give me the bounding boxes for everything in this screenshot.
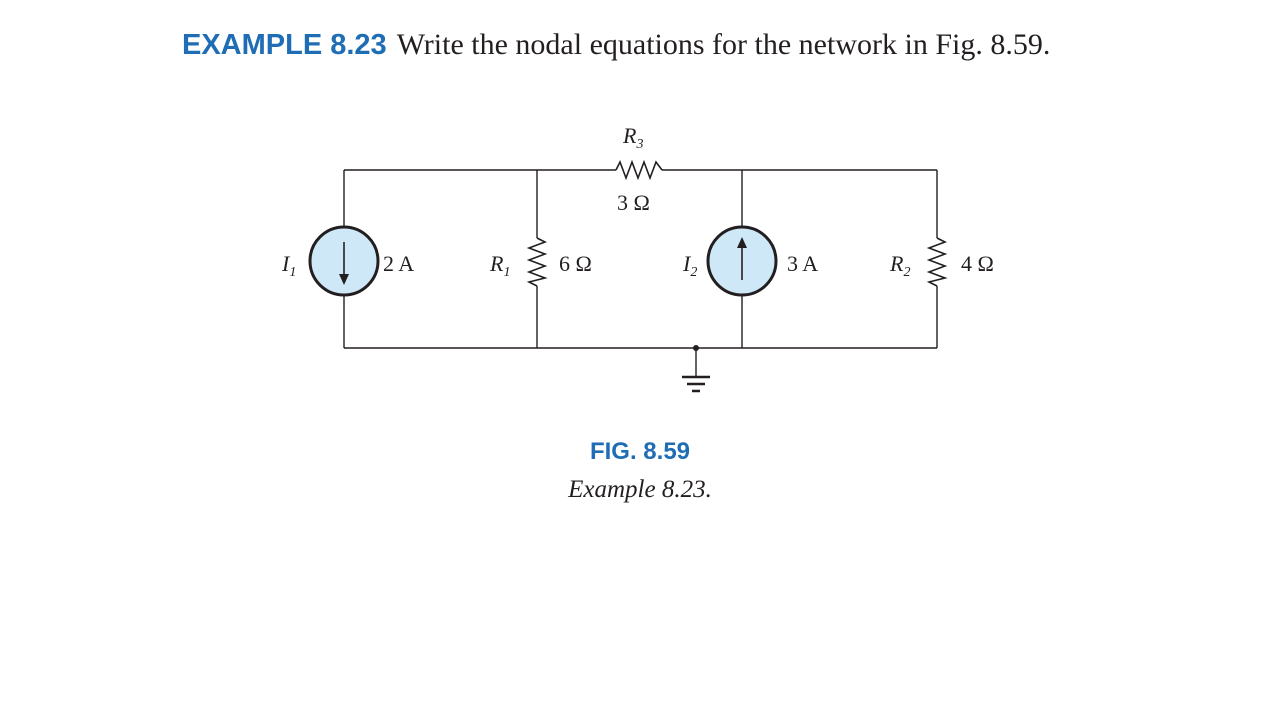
r3-value: 3 Ω — [617, 190, 650, 215]
i2-current-source-icon — [706, 225, 778, 297]
r2-value: 4 Ω — [961, 251, 994, 276]
example-statement: Write the nodal equations for the networ… — [396, 28, 1051, 61]
r2-label: R2 — [889, 251, 910, 280]
figure-label: FIG. 8.59 — [589, 438, 691, 465]
r1-label: R1 — [489, 251, 510, 280]
r3-resistor-icon — [615, 159, 663, 181]
r3-label: R3 — [622, 123, 643, 152]
ground-icon — [682, 345, 710, 393]
i1-label: I1 — [281, 251, 296, 280]
example-number: EXAMPLE 8.23 — [182, 29, 387, 61]
r2-resistor-icon — [926, 237, 948, 287]
i1-value: 2 A — [383, 251, 414, 276]
i2-label: I2 — [682, 251, 697, 280]
example-heading: EXAMPLE 8.23 Write the nodal equations fo… — [182, 28, 1050, 62]
i2-value: 3 A — [787, 251, 818, 276]
r1-resistor-icon — [526, 237, 548, 287]
wires — [343, 169, 938, 376]
figure-caption: Example 8.23. — [568, 476, 712, 503]
i1-current-source-icon — [308, 225, 380, 297]
r1-value: 6 Ω — [559, 251, 592, 276]
